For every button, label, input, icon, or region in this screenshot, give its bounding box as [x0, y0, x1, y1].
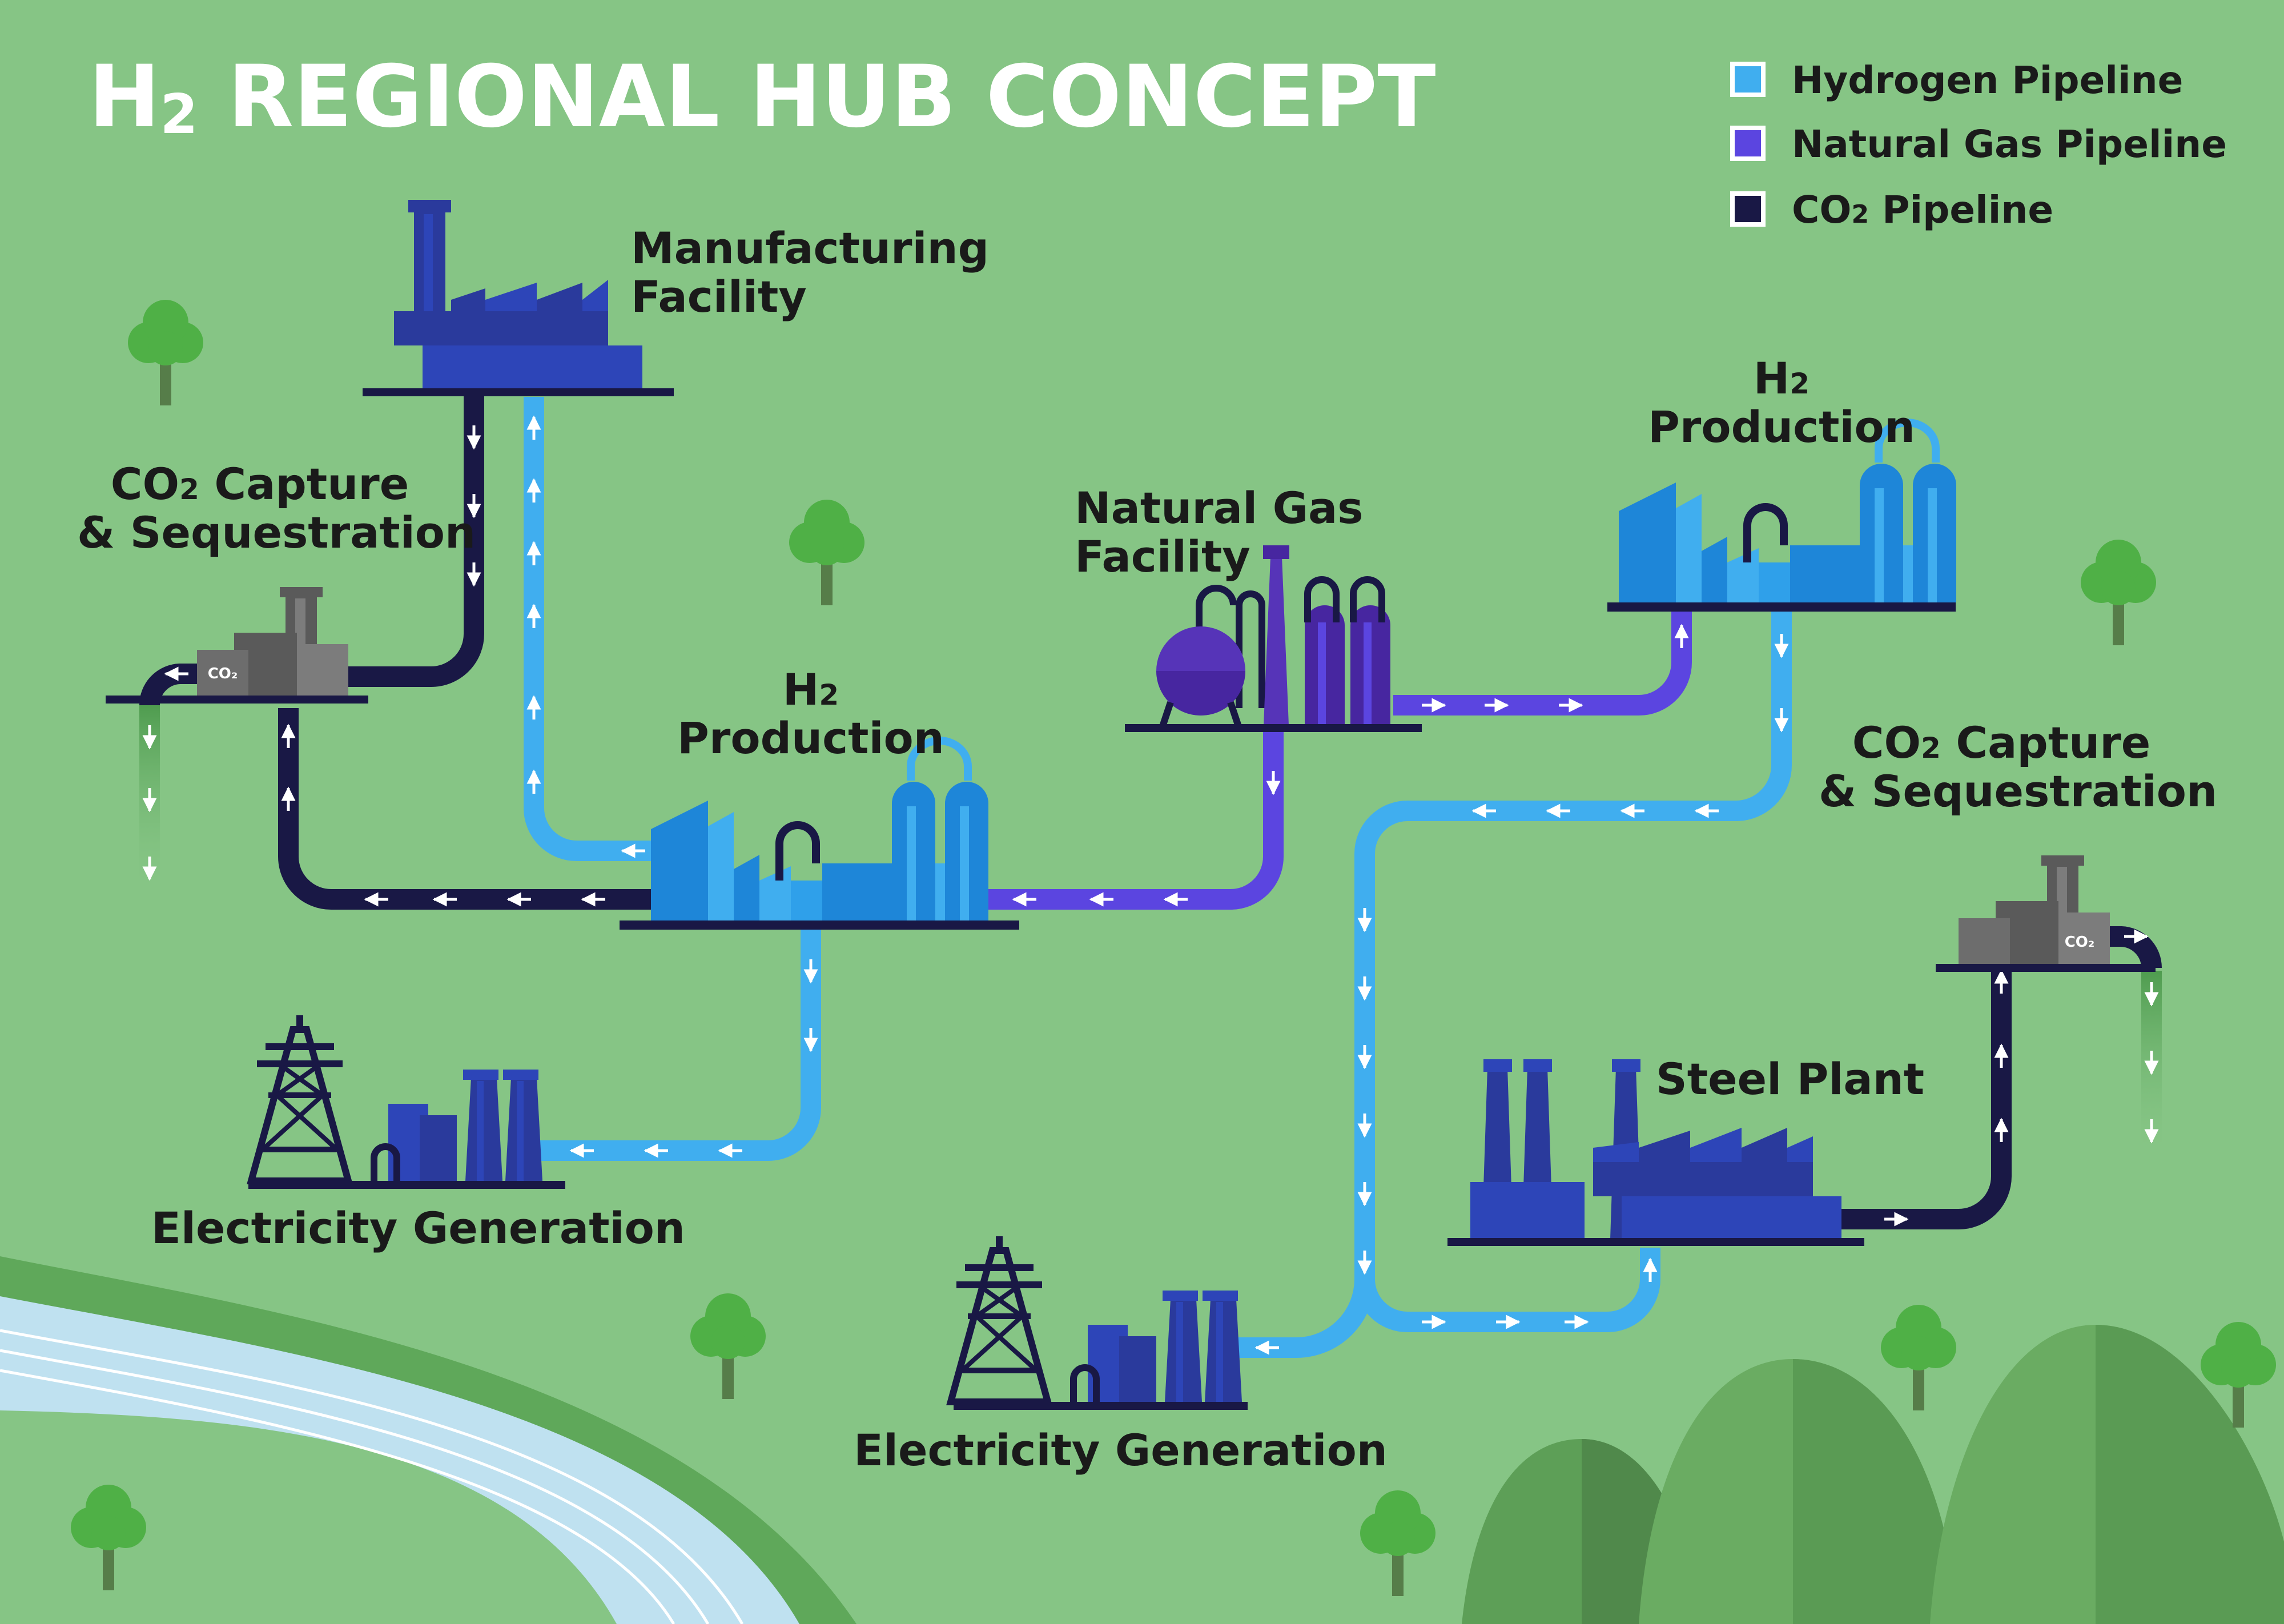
label-co2-capture-right: CO2 Capture & Sequestration: [1819, 717, 2218, 817]
steel-plant-factory-icon: [1447, 1059, 1864, 1246]
co2-pipe-h2-to-capture: [278, 708, 651, 910]
label-steel-plant: Steel Plant: [1656, 1054, 1925, 1104]
h2-pipe-to-steel: [1354, 1248, 1660, 1332]
h2-production-right-storage-tank-icon: [1607, 423, 1956, 612]
legend-swatch-hydrogen: [1730, 62, 1766, 97]
legend-swatch-natural-gas: [1730, 126, 1766, 161]
manufacturing-factory-icon: [363, 200, 674, 396]
legend-swatch-co2: [1730, 191, 1766, 227]
page-title: H2 REGIONAL HUB CONCEPT: [89, 47, 1436, 147]
electricity-right-power-tower-icon: [951, 1236, 1248, 1410]
pipelines: [139, 388, 2162, 1358]
label-h2-production-center: H2 Production: [677, 664, 944, 764]
river-icon: [0, 1256, 856, 1624]
h2-pipe-to-manufacturing: [524, 397, 651, 861]
electricity-left-power-tower-icon: [248, 1015, 565, 1189]
legend-label-co2: CO2 Pipeline: [1792, 188, 2054, 232]
h2-pipe-right-h2-down: [1236, 611, 1792, 1358]
hill-icon: [1462, 1325, 2284, 1624]
h2-production-center-storage-tank-icon: [620, 741, 1019, 930]
label-co2-capture-left: CO2 Capture & Sequestration: [77, 459, 476, 558]
label-electricity-generation-right: Electricity Generation: [854, 1425, 1388, 1476]
co2-capture-right-chimney-icon: CO₂: [1936, 855, 2156, 972]
co2-capture-left-chimney-icon: CO₂: [106, 587, 368, 704]
legend-label-natural-gas: Natural Gas Pipeline: [1792, 122, 2227, 166]
svg-text:CO₂: CO₂: [208, 665, 238, 682]
ng-pipe-to-center-h2: [971, 731, 1284, 910]
ng-pipe-to-right-h2: [1393, 611, 1692, 715]
co2-pipe-manufacturing: [337, 388, 484, 687]
natural-gas-facility-storage-tank-icon: [1125, 545, 1422, 732]
label-h2-production-right: H2 Production: [1648, 353, 1915, 453]
svg-text:CO₂: CO₂: [2065, 934, 2095, 951]
co2-pipe-steel-to-capture: [1841, 968, 2012, 1229]
legend-label-hydrogen: Hydrogen Pipeline: [1792, 58, 2184, 102]
label-electricity-generation-left: Electricity Generation: [151, 1203, 685, 1253]
flow-arrows: [142, 415, 2159, 1355]
h2-pipe-center-to-electricity: [528, 922, 821, 1161]
co2-pipe-right-outlet: [2107, 926, 2162, 968]
